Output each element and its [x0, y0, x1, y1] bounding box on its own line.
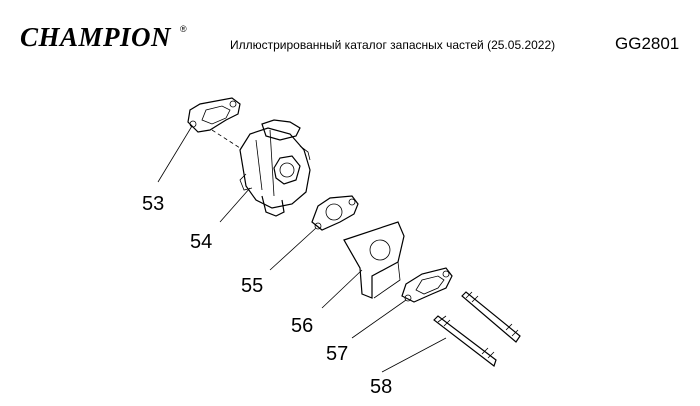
- model-code: GG2801: [615, 34, 680, 53]
- callout-53: 53: [142, 193, 164, 215]
- part-53-gasket: [187, 97, 241, 133]
- part-58-studs: [433, 291, 521, 367]
- registered-mark: ®: [180, 24, 187, 34]
- brand-logo: CHAMPION: [20, 22, 172, 52]
- part-57-gasket: [401, 267, 453, 303]
- page-header: CHAMPION ® Иллюстрированный каталог запа…: [0, 0, 700, 62]
- callout-55: 55: [241, 275, 263, 297]
- catalog-title: Иллюстрированный каталог запасных частей…: [230, 38, 556, 52]
- part-56-insulator-plate: [343, 221, 405, 299]
- part-54-carburetor: [239, 119, 311, 217]
- callout-57: 57: [326, 343, 348, 365]
- callout-58: 58: [370, 376, 392, 398]
- callout-54: 54: [190, 231, 212, 253]
- callout-56: 56: [291, 315, 313, 337]
- part-55-gasket: [311, 195, 359, 231]
